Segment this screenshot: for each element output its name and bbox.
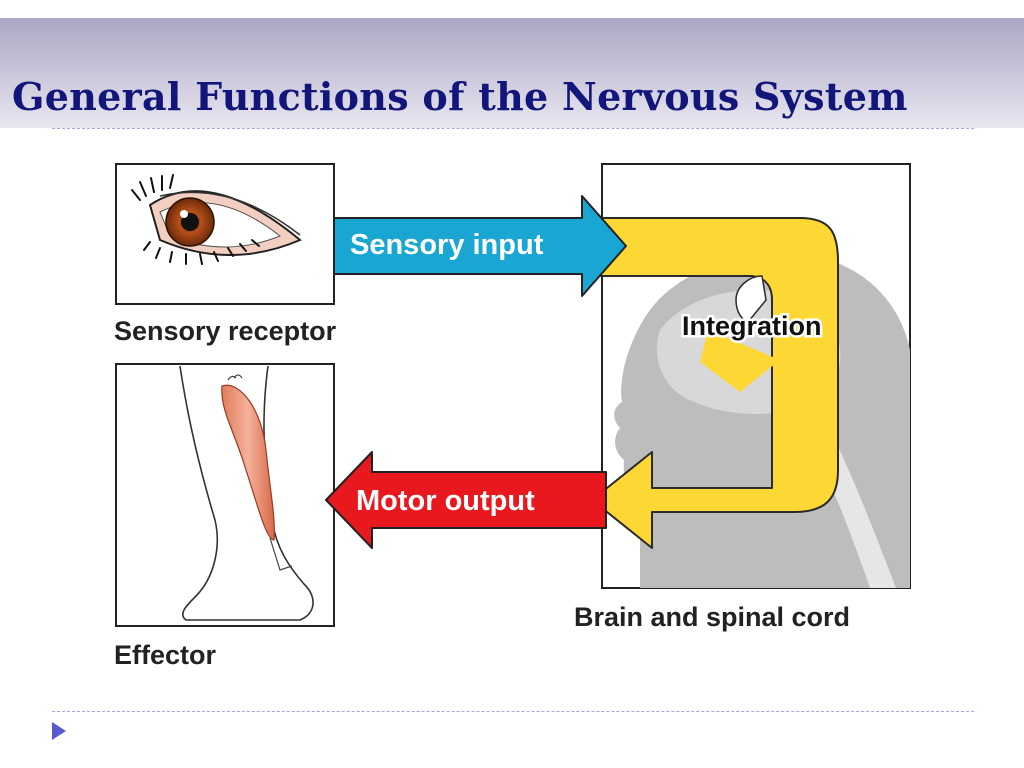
- integration-arrow: [591, 217, 839, 549]
- motor-output-label: Motor output: [356, 485, 535, 517]
- eye-icon: [131, 174, 302, 265]
- leg-icon: [179, 365, 314, 621]
- sensory-receptor-label: Sensory receptor: [114, 316, 337, 346]
- title-band: [0, 18, 1024, 128]
- eye-panel: [115, 163, 335, 305]
- integration-label: Integration: [682, 311, 822, 341]
- page-title: General Functions of the Nervous System: [12, 74, 908, 119]
- leg-panel: [115, 363, 335, 627]
- bullet-arrow-icon: [52, 722, 66, 740]
- sensory-input-label: Sensory input: [350, 229, 544, 261]
- sensory-input-arrow: [333, 195, 627, 297]
- bottom-divider: [52, 711, 974, 712]
- top-divider: [52, 128, 974, 129]
- motor-output-arrow: [325, 451, 607, 549]
- effector-label: Effector: [114, 640, 217, 670]
- brain-spinal-label: Brain and spinal cord: [574, 602, 850, 632]
